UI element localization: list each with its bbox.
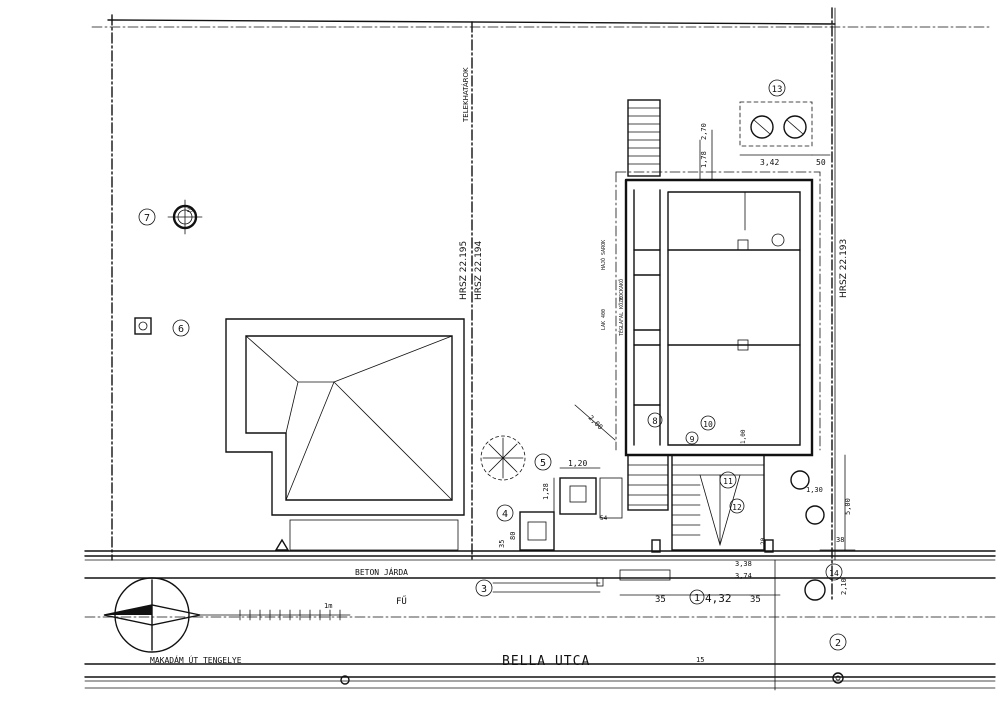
svg-text:6: 6	[178, 324, 184, 335]
label-beton-jarda: BETON JÁRDA	[355, 566, 408, 577]
label-side-dim-2: KOCKAKŐ	[618, 279, 625, 300]
neighbor-house	[225, 318, 465, 551]
plan-labels: TELEKHATÁROK HRSZ 22.195 HRSZ 22.194 HRS…	[150, 67, 849, 669]
dim-20: 20	[760, 537, 767, 545]
marker-10: 10	[700, 415, 716, 431]
dim-50: 50	[816, 158, 826, 167]
marker-4: 4	[496, 504, 514, 522]
dim-1-30: 1,30	[806, 486, 823, 494]
dim-54: 54	[600, 515, 608, 522]
dim-1-20: 1,20	[568, 459, 587, 468]
street-lines	[84, 550, 996, 691]
scale-bar: 1m	[199, 602, 351, 621]
label-ref-15: 15	[696, 656, 704, 664]
marker-2: 2	[829, 633, 847, 651]
dim-3-74: 3,74	[735, 572, 752, 580]
svg-text:4: 4	[502, 509, 508, 520]
label-street: BELLA UTCA	[502, 654, 590, 669]
svg-text:14: 14	[829, 569, 839, 578]
label-telekhatarok: TELEKHATÁROK	[461, 67, 470, 123]
label-hrsz-195: HRSZ 22.195	[459, 241, 469, 300]
dimension-values: 3,42 50 1,78 2,70 1,20 1,28 35 4,32 35 3…	[187, 123, 852, 605]
dim-2-70: 2,70	[700, 123, 708, 140]
marker-7: 7	[138, 208, 156, 226]
site-elements	[134, 115, 844, 685]
main-house	[615, 99, 821, 581]
dim-1-78: 1,78	[700, 151, 708, 168]
dim-5-00: 5,00	[844, 498, 852, 515]
svg-text:1: 1	[694, 593, 700, 604]
tree-symbol	[480, 435, 526, 481]
label-side-dim-3: LAK 400	[601, 309, 607, 330]
marker-5: 5	[534, 453, 552, 471]
dim-38: 38	[836, 536, 844, 544]
svg-text:13: 13	[772, 85, 783, 95]
dim-1-00: 1,00	[740, 429, 747, 444]
scale-unit-label: 1m	[324, 602, 332, 610]
svg-text:11: 11	[723, 477, 733, 486]
svg-text:9: 9	[690, 435, 695, 444]
circled-markers: 7 6 13 3 4 5 1 2 14 8 9 10 11 12	[138, 79, 847, 651]
plot-boundaries	[91, 7, 991, 601]
svg-text:7: 7	[144, 213, 150, 224]
label-hrsz-194: HRSZ 22.194	[474, 240, 484, 300]
dim-35-right: 35	[750, 595, 761, 605]
label-hrsz-193: HRSZ 22.193	[839, 239, 849, 298]
dim-3-38: 3,38	[735, 560, 752, 568]
marker-1: 1	[689, 589, 705, 605]
north-arrow	[103, 577, 201, 653]
dim-35-side: 35	[498, 540, 506, 548]
svg-text:10: 10	[703, 420, 713, 429]
dim-2-10: 2,10	[840, 578, 848, 595]
svg-text:12: 12	[732, 503, 742, 512]
marker-9: 9	[685, 431, 699, 445]
svg-text:2: 2	[835, 638, 841, 649]
marker-12: 12	[729, 498, 745, 514]
label-side-dim-1: HAJÓ SAROK	[600, 240, 607, 270]
marker-3: 3	[475, 579, 493, 597]
dim-80: 80	[509, 532, 517, 540]
svg-text:8: 8	[652, 417, 657, 427]
dimension-lines	[553, 129, 856, 596]
label-fu: FŰ	[396, 596, 407, 607]
marker-13: 13	[768, 79, 786, 97]
marker-11: 11	[719, 471, 737, 489]
label-makadam: MAKADÁM ÚT TENGELYE	[150, 654, 242, 665]
svg-text:5: 5	[540, 458, 546, 469]
marker-8: 8	[647, 412, 663, 428]
marker-6: 6	[172, 319, 190, 337]
svg-text:3: 3	[481, 584, 487, 595]
dim-3-42: 3,42	[760, 158, 779, 167]
utility-boxes	[519, 101, 813, 551]
label-side-dim-4: TÉGLAFAL KÖZE	[617, 297, 625, 336]
marker-14: 14	[825, 563, 843, 581]
dim-25: 25	[187, 208, 193, 214]
dim-4-32: 4,32	[705, 592, 732, 605]
dim-35-left: 35	[655, 595, 666, 605]
dim-1-28: 1,28	[542, 483, 550, 500]
